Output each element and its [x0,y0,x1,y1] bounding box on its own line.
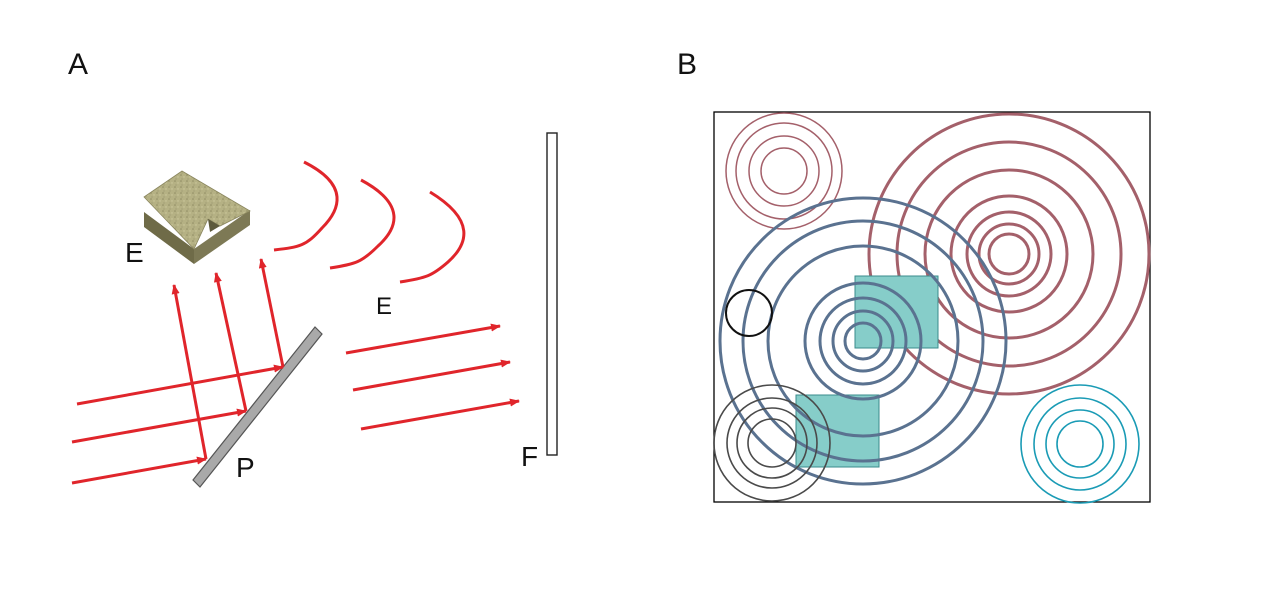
ring [1045,409,1115,479]
ring [766,244,960,438]
reflected-rays [171,258,285,460]
ring [895,140,1123,368]
ring [1033,397,1127,491]
plate-label: P [236,452,255,483]
ring [736,407,808,479]
ring [965,210,1053,298]
transmitted-ray [352,359,511,392]
reflected-ray [171,284,208,460]
object-waves [273,160,466,284]
ring [843,321,883,361]
rose-ring-set-small [725,112,843,230]
incoming-ray [71,456,207,485]
ring [1020,384,1140,504]
film-label: F [521,441,538,472]
reflected-ray [214,272,248,412]
incoming-ray [71,408,247,444]
transmitted-rays [345,323,520,431]
transmitted-ray [360,398,520,431]
incoming-ray [76,364,284,406]
ring [831,309,895,373]
slate-ring-set [718,196,1008,486]
incoming-rays [71,364,284,485]
reflected-ray [258,258,285,368]
ring [987,232,1031,276]
ring [923,168,1095,340]
ring [718,196,1008,486]
ring [741,219,985,463]
ring [735,122,833,220]
cyan-ring-set [1020,384,1140,504]
wave-label: E [376,293,392,320]
object-wave [273,160,339,252]
ring [713,384,831,502]
ring [867,112,1151,396]
panel-b: B [677,48,1151,504]
object-block [143,170,251,264]
single-black-circle [725,289,773,337]
ring [747,418,797,468]
ring [760,147,808,195]
ring [818,296,908,386]
charcoal-ring-set [713,384,831,502]
ring [725,112,843,230]
object-label: E [125,237,144,268]
ring [949,194,1069,314]
ring [726,397,818,489]
transmitted-ray [345,323,501,355]
film [546,132,558,456]
rose-ring-set-large [867,112,1151,396]
panel-b-label: B [677,48,697,81]
panel-b-frame [713,111,1151,503]
plate [192,326,323,488]
ring [803,281,923,401]
panel-a: A E P E [68,48,558,488]
ring [1056,420,1104,468]
ring [977,222,1041,286]
panel-a-label: A [68,48,88,81]
object-wave [329,178,396,270]
object-wave [399,190,466,284]
ring [748,135,820,207]
